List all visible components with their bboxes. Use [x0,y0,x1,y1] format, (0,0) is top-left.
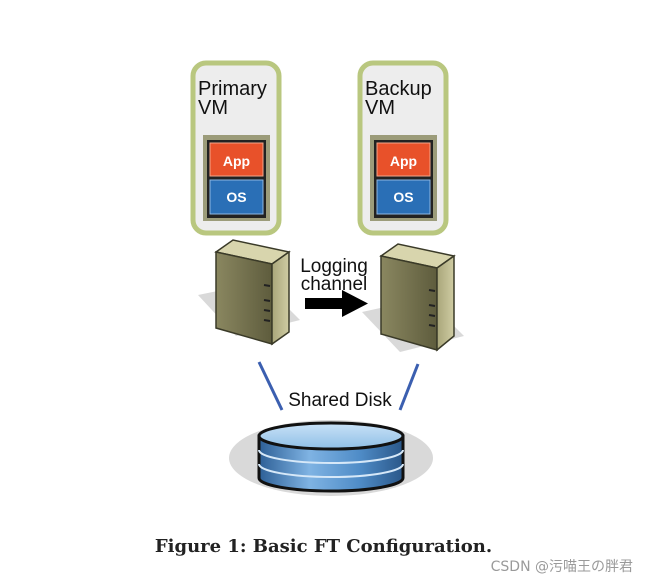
backup-vm-label-line2: VM [365,97,395,119]
shared-disk-top [257,421,405,451]
primary-disk-connector [257,361,284,411]
primary-app-label: App [223,153,250,169]
backup-os-box [376,179,431,215]
backup-vm-label-line1: Backup [365,78,432,100]
figure-caption: Figure 1: Basic FT Configuration. [154,536,493,557]
shared-disk-icon [229,420,433,496]
backup-vm: Backup VM App OS [357,60,449,236]
primary-os-box [209,179,264,215]
backup-os-label: OS [393,189,413,205]
backup-app-box [376,142,431,177]
primary-vm: Primary VM App OS [190,60,282,236]
shared-disk-label: Shared Disk [288,390,392,411]
logging-channel-arrow [305,290,368,317]
logging-channel-label-line1: Logging [300,256,368,277]
backup-server-icon [362,243,464,352]
primary-server-icon [198,239,300,346]
primary-vm-label-line1: Primary [198,78,267,100]
backup-server-front [380,255,438,351]
primary-server-front [215,251,273,345]
primary-app-box [209,142,264,177]
primary-os-label: OS [226,189,246,205]
primary-vm-label-line2: VM [198,97,228,119]
backup-app-label: App [390,153,417,169]
backup-server-side [436,254,455,352]
logging-channel-label-line2: channel [301,274,368,295]
primary-server-side [271,250,290,346]
backup-disk-connector [398,363,420,411]
watermark: CSDN @污喵王の胖君 [490,559,633,575]
